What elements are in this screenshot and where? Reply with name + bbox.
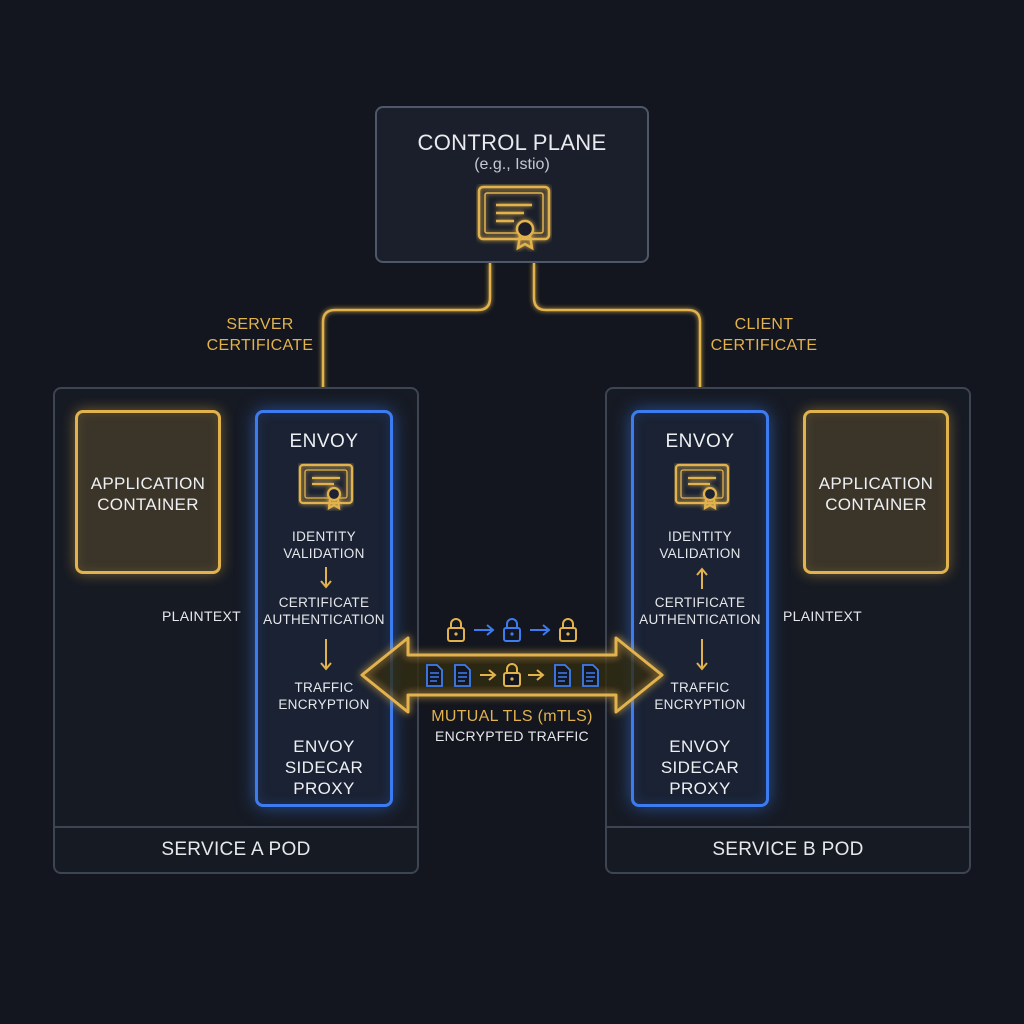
service-a-pod-label: SERVICE A POD bbox=[161, 839, 311, 860]
service-a-plaintext-label: PLAINTEXT bbox=[162, 608, 241, 624]
service-b-application-label: APPLICATION CONTAINER bbox=[818, 474, 934, 514]
document-icon bbox=[554, 664, 571, 687]
service-b-pod-label: SERVICE B POD bbox=[712, 839, 864, 860]
service-b-application-container: APPLICATION CONTAINER bbox=[803, 410, 949, 574]
service-a-application-container: APPLICATION CONTAINER bbox=[75, 410, 221, 574]
service-b-step-traffic-encryption: TRAFFIC ENCRYPTION bbox=[654, 680, 746, 712]
control-plane-box: CONTROL PLANE (e.g., Istio) bbox=[375, 106, 649, 263]
arrow-right-icon bbox=[530, 624, 551, 636]
service-a-envoy-proxy: ENVOY IDENTITY VALIDATION CERTIFICATE AU… bbox=[255, 410, 393, 807]
certificate-icon bbox=[477, 185, 551, 251]
lock-icon bbox=[503, 618, 521, 642]
server-cert-link bbox=[321, 263, 492, 398]
service-b-step-identity-validation: IDENTITY VALIDATION bbox=[659, 529, 741, 561]
arrow-right-icon bbox=[474, 624, 495, 636]
document-icon bbox=[426, 664, 443, 687]
document-icon bbox=[582, 664, 599, 687]
service-b-step-certificate-authentication: CERTIFICATE AUTHENTICATION bbox=[639, 595, 761, 627]
client-certificate-label: CLIENT CERTIFICATE bbox=[710, 316, 818, 354]
mtls-title: MUTUAL TLS (mTLS) bbox=[431, 708, 593, 725]
lock-icon bbox=[447, 618, 465, 642]
control-plane-title: CONTROL PLANE bbox=[417, 130, 607, 155]
service-a-step-traffic-encryption: TRAFFIC ENCRYPTION bbox=[278, 680, 370, 712]
service-b-pod-label-bar: SERVICE B POD bbox=[607, 826, 969, 872]
arrow-up-icon bbox=[696, 567, 708, 589]
arrow-down-icon bbox=[320, 639, 332, 671]
service-a-application-label: APPLICATION CONTAINER bbox=[90, 474, 206, 514]
server-certificate-label: SERVER CERTIFICATE bbox=[206, 316, 314, 354]
arrow-right-icon bbox=[480, 669, 497, 681]
service-b-envoy-title: ENVOY bbox=[665, 431, 735, 452]
service-a-step-identity-validation: IDENTITY VALIDATION bbox=[283, 529, 365, 561]
service-a-step-certificate-authentication: CERTIFICATE AUTHENTICATION bbox=[263, 595, 385, 627]
certificate-icon bbox=[298, 463, 354, 511]
arrow-down-icon bbox=[320, 567, 332, 589]
certificate-icon bbox=[674, 463, 730, 511]
service-a-envoy-title: ENVOY bbox=[289, 431, 359, 452]
service-b-envoy-proxy: ENVOY IDENTITY VALIDATION CERTIFICATE AU… bbox=[631, 410, 769, 807]
mtls-subtitle: ENCRYPTED TRAFFIC bbox=[435, 728, 589, 744]
service-a-pod-label-bar: SERVICE A POD bbox=[55, 826, 417, 872]
client-cert-link bbox=[532, 263, 702, 398]
service-b-envoy-footer: ENVOY SIDECAR PROXY bbox=[660, 737, 740, 798]
service-b-plaintext-label: PLAINTEXT bbox=[783, 608, 862, 624]
service-a-envoy-footer: ENVOY SIDECAR PROXY bbox=[284, 737, 364, 798]
arrow-right-icon bbox=[528, 669, 545, 681]
control-plane-subtitle: (e.g., Istio) bbox=[474, 156, 550, 173]
arrow-down-icon bbox=[696, 639, 708, 671]
document-icon bbox=[454, 664, 471, 687]
lock-icon bbox=[559, 618, 577, 642]
